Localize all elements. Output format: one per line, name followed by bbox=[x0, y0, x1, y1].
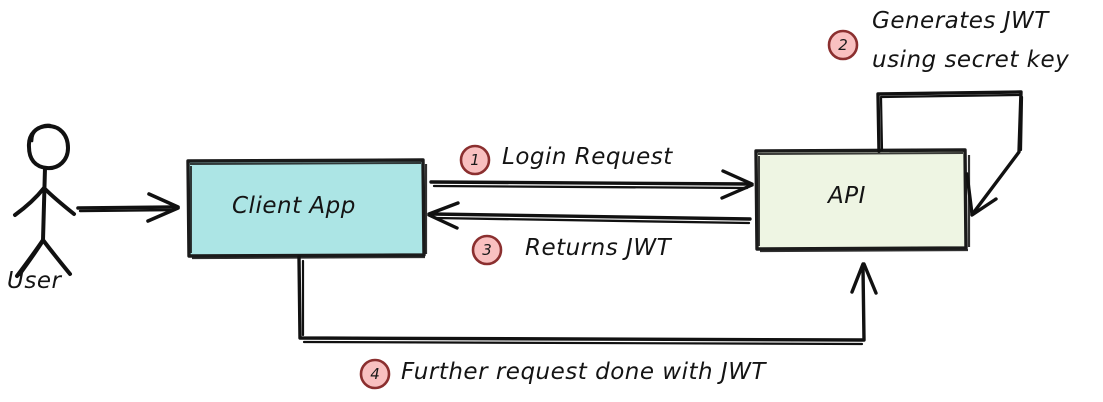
client-app-box[interactable] bbox=[186, 158, 428, 260]
badge-circles bbox=[359, 29, 859, 390]
user-arm-right bbox=[42, 186, 76, 216]
user-arm-left-sketch2 bbox=[16, 187, 46, 214]
node-label-client-app: Client App bbox=[232, 193, 356, 219]
badge-circle-1 bbox=[459, 144, 491, 176]
badge-circle-2 bbox=[827, 29, 859, 61]
edge-login-request-line bbox=[429, 169, 754, 200]
user-leg-right bbox=[41, 238, 72, 276]
badge-circle-3 bbox=[471, 234, 503, 266]
badge-number-3: 3 bbox=[482, 241, 492, 259]
edge-label-generate-jwt-line2: using secret key bbox=[872, 47, 1070, 73]
edge-generate-jwt-loop bbox=[876, 90, 1024, 217]
badge-circle-4 bbox=[359, 358, 391, 390]
arrow-user-to-client bbox=[76, 192, 180, 223]
edge-label-login-request: Login Request bbox=[502, 144, 673, 170]
edge-label-returns-jwt: Returns JWT bbox=[525, 235, 672, 261]
user-head-sketch-2 bbox=[30, 123, 52, 143]
actor-label-user: User bbox=[7, 268, 62, 294]
edge-label-further-request: Further request done with JWT bbox=[401, 359, 766, 385]
node-label-api: API bbox=[828, 183, 866, 209]
user-body bbox=[41, 166, 47, 242]
api-box[interactable] bbox=[754, 148, 971, 253]
user-stick-figure bbox=[13, 123, 76, 278]
badge-number-4: 4 bbox=[370, 365, 380, 383]
badge-number-1: 1 bbox=[470, 151, 480, 169]
edge-further-request-line bbox=[297, 255, 878, 346]
badge-number-2: 2 bbox=[838, 36, 848, 54]
edge-returns-jwt-line bbox=[427, 201, 752, 230]
user-leg-left-sketch2 bbox=[18, 240, 45, 277]
edge-label-generate-jwt-line1: Generates JWT bbox=[872, 8, 1049, 34]
